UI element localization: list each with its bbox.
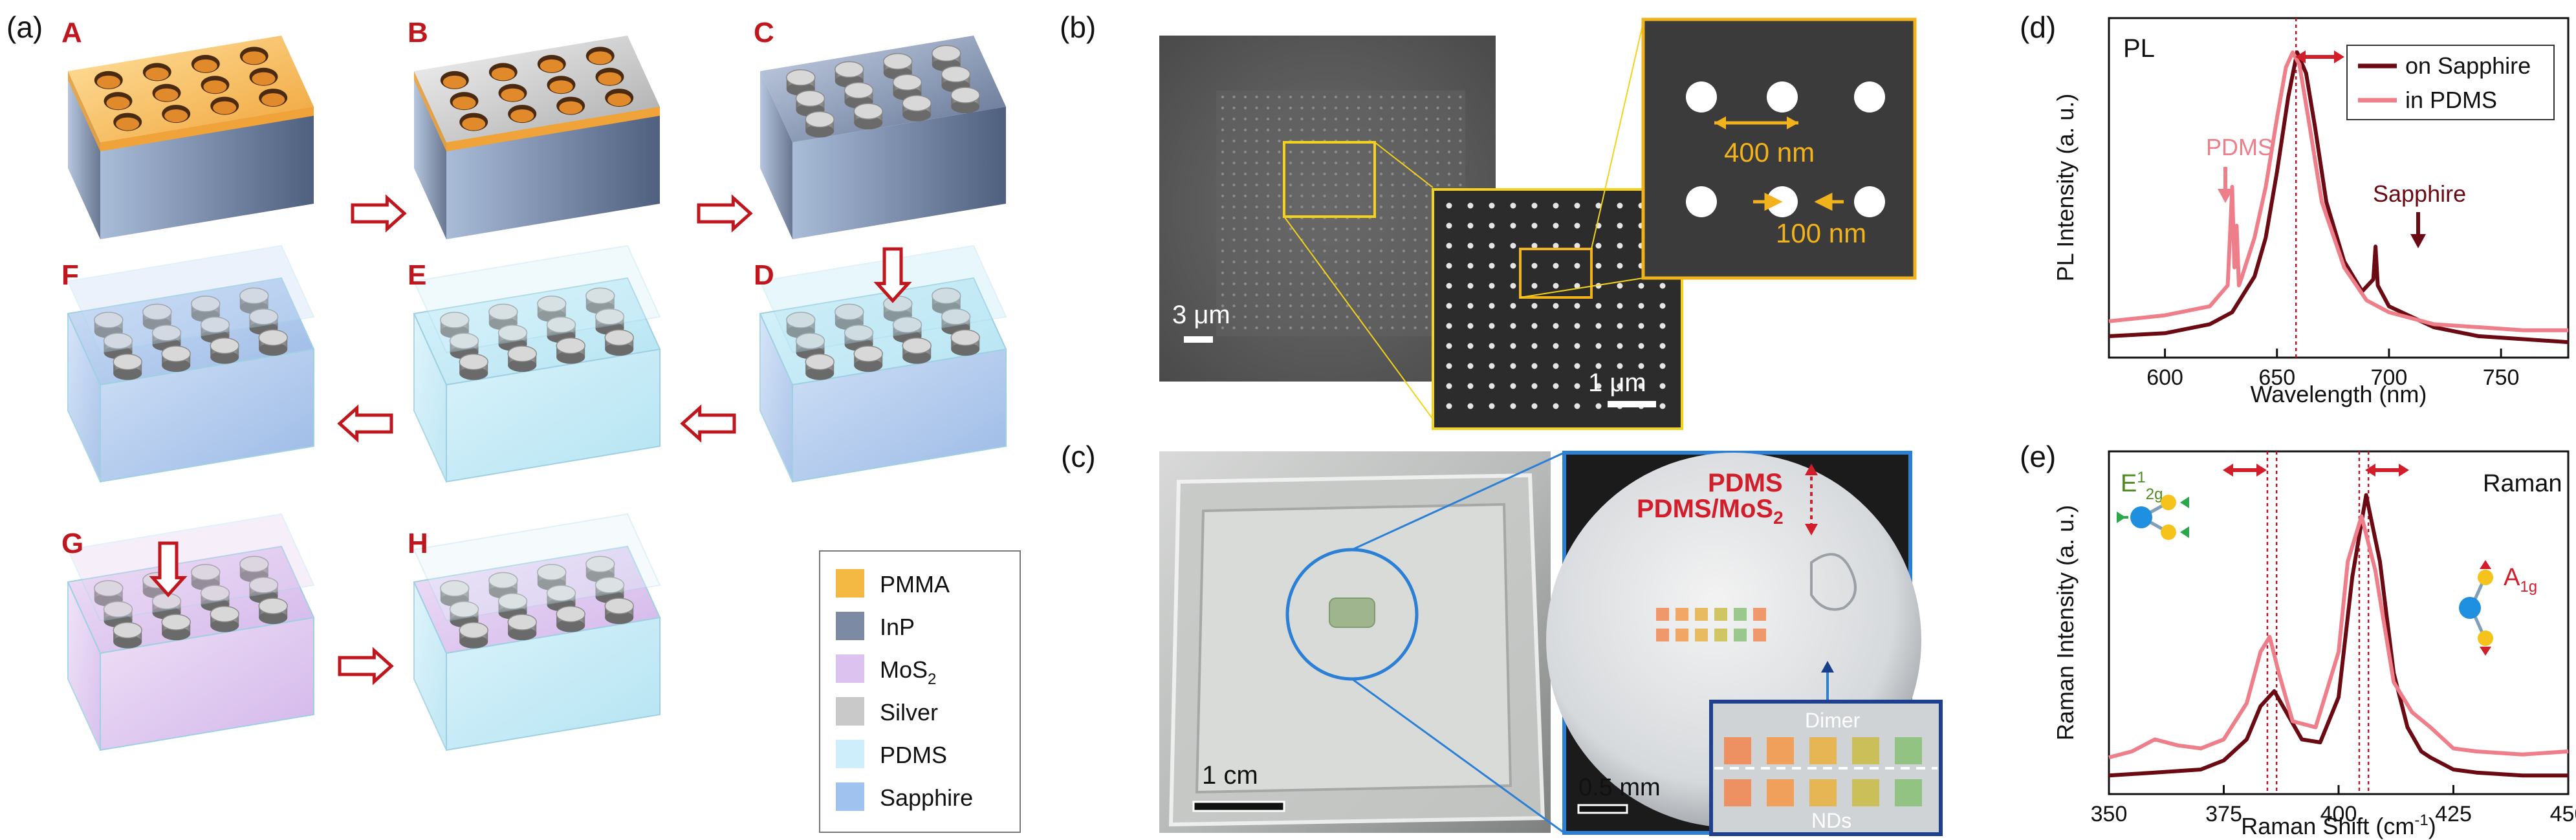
- panel-c-label: (c): [1061, 440, 1096, 473]
- pdms-peak-label: PDMS: [2206, 134, 2273, 160]
- legend-on-sapphire: on Sapphire: [2405, 52, 2531, 79]
- legend-in-pdms: in PDMS: [2405, 87, 2497, 113]
- panel-d-label: (d): [2020, 10, 2056, 44]
- legend-swatch-pmma: [836, 569, 864, 598]
- pl-x-axis-label: Wavelength (nm): [2251, 381, 2427, 407]
- legend-swatch-pdms: [836, 740, 864, 768]
- step-label-a: A: [61, 17, 82, 48]
- e2g-mode-label: E12g: [2121, 469, 2163, 503]
- sem-inset-medium: 1 μm: [1432, 188, 1683, 430]
- step-arrows: [149, 194, 912, 685]
- pdms-mos2-label: PDMS/MoS2: [1637, 495, 1784, 528]
- sample-photo: 1 cm: [1159, 451, 1551, 833]
- scalebar-0.5mm-label: 0.5 mm: [1578, 774, 1661, 801]
- diameter-100nm-label: 100 nm: [1776, 218, 1866, 248]
- legend-label-mos: MoS2: [880, 656, 936, 688]
- pl-legend: on Sapphire in PDMS: [2346, 45, 2555, 120]
- dimer-nd-inset: Dimer NDs: [1709, 700, 1943, 836]
- legend-swatch-inp: [836, 612, 864, 640]
- fabrication-step-f: F: [61, 244, 315, 483]
- arrow-d-to-e: [680, 404, 736, 443]
- raman-x-tick-400: 400: [2320, 802, 2357, 826]
- pl-corner-label: PL: [2123, 34, 2155, 63]
- arrow-g-to-h: [338, 647, 394, 685]
- legend-label-silver: Silver: [880, 699, 938, 726]
- pdms-layer-label: PDMS: [1708, 469, 1783, 497]
- panel-b-label: (b): [1060, 10, 1096, 44]
- step-label-g: G: [61, 528, 83, 559]
- arrow-a-to-b: [351, 194, 407, 233]
- scalebar-1um: [1608, 401, 1656, 407]
- step-label-c: C: [754, 17, 774, 48]
- pl-x-tick-700: 700: [2371, 365, 2408, 390]
- pl-y-axis-label: PL Intensity (a. u.): [2052, 94, 2079, 282]
- pitch-400nm-label: 400 nm: [1724, 137, 1815, 167]
- zoom-connector: [1283, 216, 1437, 424]
- nds-label: NDs: [1811, 809, 1851, 832]
- legend-swatch-sapphire: [836, 782, 864, 811]
- arrow-b-to-c: [697, 194, 753, 233]
- panel-e-label: (e): [2020, 440, 2056, 473]
- scalebar-3um-label: 3 μm: [1172, 301, 1230, 329]
- raman-x-tick-450: 450: [2550, 802, 2576, 826]
- zoom-connector: [1351, 678, 1565, 834]
- legend-swatch-silver: [836, 697, 864, 726]
- fabrication-steps: A B C D E F G H: [61, 17, 1007, 751]
- scalebar-0.5mm: [1577, 804, 1628, 814]
- arrow-e-to-f: [337, 404, 393, 443]
- fabrication-step-b: B: [408, 17, 660, 239]
- step-label-e: E: [408, 259, 426, 291]
- legend-label-pdms: PDMS: [880, 742, 947, 768]
- step-label-d: D: [754, 259, 774, 291]
- scalebar-1cm: [1192, 801, 1285, 812]
- pl-x-tick-600: 600: [2146, 365, 2183, 390]
- raman-spectrum-chart: E12g Raman A1g 350 375 400 425 450: [2052, 450, 2576, 839]
- fabrication-step-d: D: [754, 244, 1007, 483]
- raman-corner-label: Raman: [2483, 470, 2562, 497]
- step-label-b: B: [408, 17, 428, 48]
- pl-series-in-pdms: [2108, 50, 2568, 332]
- fabrication-step-h: H: [408, 513, 661, 751]
- legend-label-pmma: PMMA: [880, 571, 950, 598]
- pl-x-tick-750: 750: [2483, 365, 2520, 390]
- raman-y-axis-label: Raman Intensity (a. u.): [2052, 505, 2079, 740]
- scalebar-1cm-label: 1 cm: [1202, 761, 1258, 790]
- fabrication-step-g: G: [61, 513, 315, 751]
- scalebar-3um: [1184, 336, 1213, 343]
- sapphire-peak-label: Sapphire: [2373, 180, 2466, 207]
- raman-series-on-sapphire: [2108, 493, 2568, 778]
- legend-label-inp: InP: [880, 614, 915, 640]
- fabrication-step-e: E: [408, 244, 661, 483]
- raman-x-tick-425: 425: [2435, 802, 2472, 826]
- step-label-f: F: [61, 259, 79, 291]
- fabrication-step-a: A: [61, 17, 314, 239]
- zoom-connector: [1351, 451, 1565, 551]
- arrow-f-to-g: [149, 541, 188, 598]
- sem-inset-zoomed: 400 nm 100 nm: [1641, 17, 1917, 280]
- legend-swatch-mos: [836, 654, 864, 683]
- raman-x-axis-label: Raman Shift (cm-1): [2241, 812, 2436, 839]
- raman-x-tick-375: 375: [2205, 802, 2242, 826]
- zoom-connector: [1374, 142, 1434, 188]
- zoom-connector: [1520, 277, 1644, 298]
- dimer-label: Dimer: [1805, 709, 1861, 732]
- raman-x-tick-350: 350: [2091, 802, 2128, 826]
- fabrication-step-c: C: [754, 17, 1006, 239]
- step-label-h: H: [408, 528, 428, 559]
- a1g-mode-label: A1g: [2504, 564, 2537, 596]
- legend-label-sapphire: Sapphire: [880, 784, 973, 811]
- raman-series-in-pdms: [2108, 514, 2569, 760]
- pl-x-tick-650: 650: [2258, 365, 2295, 390]
- arrow-c-to-d: [873, 247, 912, 303]
- a1g-vibration-diagram: [2459, 560, 2493, 656]
- e2g-vibration-diagram: [2117, 495, 2189, 540]
- scalebar-1um-label: 1 μm: [1588, 369, 1646, 397]
- pl-spectrum-chart: PL 600 650 700 750 Wavelength (nm) PL Inten…: [2052, 17, 2570, 407]
- zoom-connector: [1591, 22, 1644, 250]
- panel-a-label: (a): [6, 10, 43, 44]
